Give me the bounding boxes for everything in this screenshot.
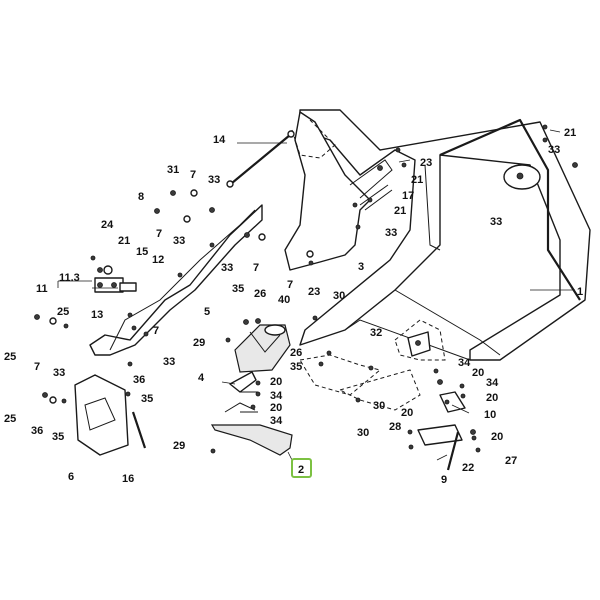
callout-15: 15: [136, 246, 148, 258]
callout-30: 30: [357, 427, 369, 439]
callout-13: 13: [91, 309, 103, 321]
callout-33: 33: [385, 227, 397, 239]
callout-40: 40: [278, 294, 290, 306]
callout-35: 35: [141, 393, 153, 405]
callout-35: 35: [52, 431, 64, 443]
callout-4: 4: [198, 372, 205, 384]
callout-20: 20: [270, 402, 282, 414]
callout-26: 26: [290, 347, 302, 359]
callout-5: 5: [204, 306, 210, 318]
callout-36: 36: [31, 425, 43, 437]
lower-plate-part: [210, 391, 293, 456]
callout-21: 21: [411, 174, 423, 186]
mount-bracket-part: [229, 371, 257, 393]
callout-23: 23: [308, 286, 320, 298]
callout-21: 21: [564, 127, 576, 139]
rod-part: [131, 411, 147, 449]
callout-33: 33: [53, 367, 65, 379]
callout-33: 33: [548, 144, 560, 156]
callout-7: 7: [34, 361, 40, 373]
callout-16: 16: [122, 473, 134, 485]
latch-assembly-part: [94, 265, 137, 293]
callout-26: 26: [254, 288, 266, 300]
callout-17: 17: [402, 190, 414, 202]
callout-25: 25: [57, 306, 69, 318]
callout-8: 8: [138, 191, 144, 203]
callout-30: 30: [373, 400, 385, 412]
side-guard-part: [74, 374, 129, 456]
callout-20: 20: [491, 431, 503, 443]
callout-3: 3: [358, 261, 364, 273]
callout-7: 7: [190, 169, 196, 181]
callout-30: 30: [333, 290, 345, 302]
callout-35: 35: [290, 361, 302, 373]
leader-lines: [57, 129, 575, 461]
callout-21: 21: [118, 235, 130, 247]
callout-28: 28: [389, 421, 401, 433]
callout-11-3: 11.3: [59, 272, 80, 284]
hardware-bolts: [34, 124, 578, 454]
callout-21: 21: [394, 205, 406, 217]
callout-33: 33: [490, 216, 502, 228]
callout-7: 7: [153, 325, 159, 337]
callout-20: 20: [472, 367, 484, 379]
side-panel-part: [284, 111, 393, 271]
callout-7: 7: [156, 228, 162, 240]
callout-33: 33: [163, 356, 175, 368]
callout-31: 31: [167, 164, 179, 176]
callout-12: 12: [152, 254, 164, 266]
small-bracket-part: [407, 331, 431, 357]
callout-9: 9: [441, 474, 447, 486]
callout-7: 7: [287, 279, 293, 291]
highlighted-callout-2[interactable]: 2: [291, 458, 312, 478]
callout-2[interactable]: 2: [298, 464, 304, 476]
callout-33: 33: [173, 235, 185, 247]
callout-27: 27: [505, 455, 517, 467]
callout-34: 34: [270, 390, 283, 402]
callout-10: 10: [484, 409, 496, 421]
callout-11: 11: [36, 283, 48, 295]
callout-34: 34: [458, 357, 471, 369]
callout-32: 32: [370, 327, 382, 339]
callout-23: 23: [420, 157, 432, 169]
callout-29: 29: [193, 337, 205, 349]
callout-22: 22: [462, 462, 474, 474]
callout-33: 33: [221, 262, 233, 274]
callout-14: 14: [213, 134, 226, 146]
callout-34: 34: [486, 377, 499, 389]
callout-35: 35: [232, 283, 244, 295]
callout-6: 6: [68, 471, 74, 483]
callout-25: 25: [4, 413, 16, 425]
gas-spring-part: [226, 130, 295, 188]
callout-24: 24: [101, 219, 114, 231]
long-bracket-part: [89, 204, 263, 356]
lever-assembly-part: [417, 391, 476, 471]
callout-20: 20: [401, 407, 413, 419]
callout-labels: 14 31 7 33 8 7 33 24 21 15 11.3 11 12 13…: [4, 127, 583, 486]
callout-29: 29: [173, 440, 185, 452]
callout-20: 20: [486, 392, 498, 404]
callout-7: 7: [253, 262, 259, 274]
callout-33: 33: [208, 174, 220, 186]
callout-20: 20: [270, 376, 282, 388]
callout-34: 34: [270, 415, 283, 427]
callout-1: 1: [577, 286, 583, 298]
hinge-shroud-part: [234, 324, 291, 373]
callout-25: 25: [4, 351, 16, 363]
callout-36: 36: [133, 374, 145, 386]
